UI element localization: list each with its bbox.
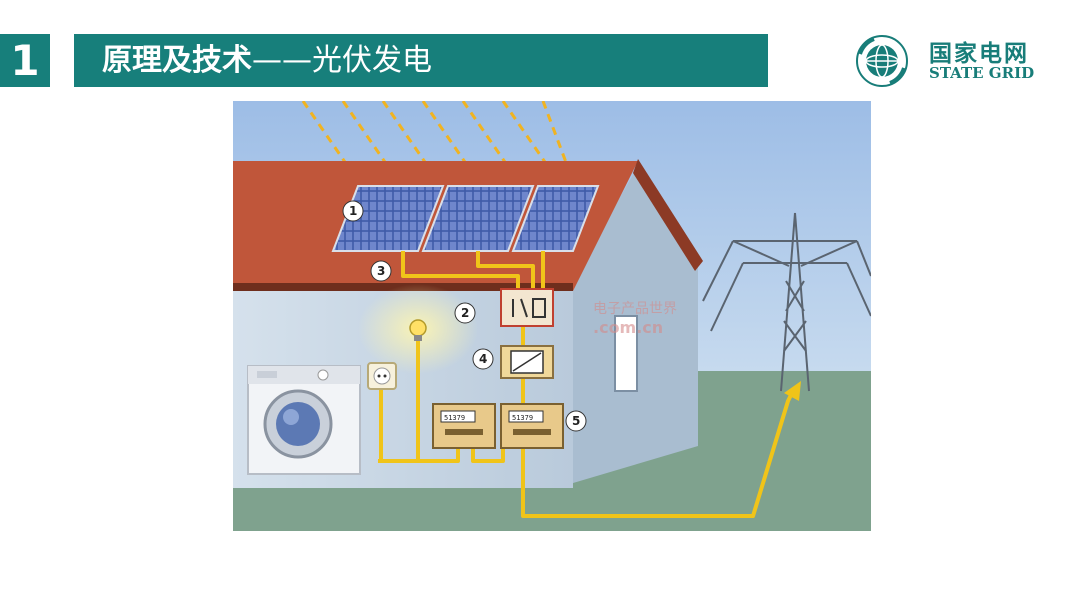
title-main: 原理及技术 xyxy=(102,43,252,78)
meter-reading-1: 51379 xyxy=(444,414,465,422)
title-sub: 光伏发电 xyxy=(312,43,432,78)
junction-box xyxy=(500,288,554,327)
pv-system-illustration: 51379 51379 电子产品世界 .com.cn xyxy=(233,101,871,531)
wiring xyxy=(378,251,795,518)
sun-rays xyxy=(301,101,575,182)
energy-meter-1 xyxy=(432,403,496,449)
logo-name-cn: 国家电网 xyxy=(929,41,1029,67)
svg-text:3: 3 xyxy=(377,264,385,278)
label-marker-2: 2 xyxy=(454,302,476,324)
svg-text:5: 5 xyxy=(572,414,580,428)
title-bar: 原理及技术——光伏发电 xyxy=(74,34,768,87)
lightbulb-icon xyxy=(409,319,427,341)
solar-panels xyxy=(331,185,600,252)
meter-reading-2: 51379 xyxy=(512,414,533,422)
svg-text:2: 2 xyxy=(461,306,469,320)
watermark-url: .com.cn xyxy=(593,318,663,337)
label-marker-4: 4 xyxy=(472,348,494,370)
inverter-symbol xyxy=(512,352,542,372)
label-marker-5: 5 xyxy=(565,410,587,432)
junction-switches xyxy=(512,298,546,318)
section-number: 1 xyxy=(0,34,50,87)
label-marker-3: 3 xyxy=(370,260,392,282)
grid-feed-arrow xyxy=(784,381,801,401)
socket-icon xyxy=(367,362,397,390)
state-grid-logo-icon xyxy=(856,35,908,87)
side-window xyxy=(614,315,638,392)
title-dash: —— xyxy=(252,43,312,78)
power-pylon xyxy=(702,212,871,392)
watermark-text: 电子产品世界 xyxy=(593,301,677,317)
roof-edge xyxy=(633,159,703,271)
label-marker-1: 1 xyxy=(342,200,364,222)
washing-machine xyxy=(247,365,361,475)
energy-meter-2 xyxy=(500,403,564,449)
svg-text:4: 4 xyxy=(479,352,487,366)
svg-text:1: 1 xyxy=(349,204,357,218)
logo-name-en: STATE GRID xyxy=(929,64,1035,82)
